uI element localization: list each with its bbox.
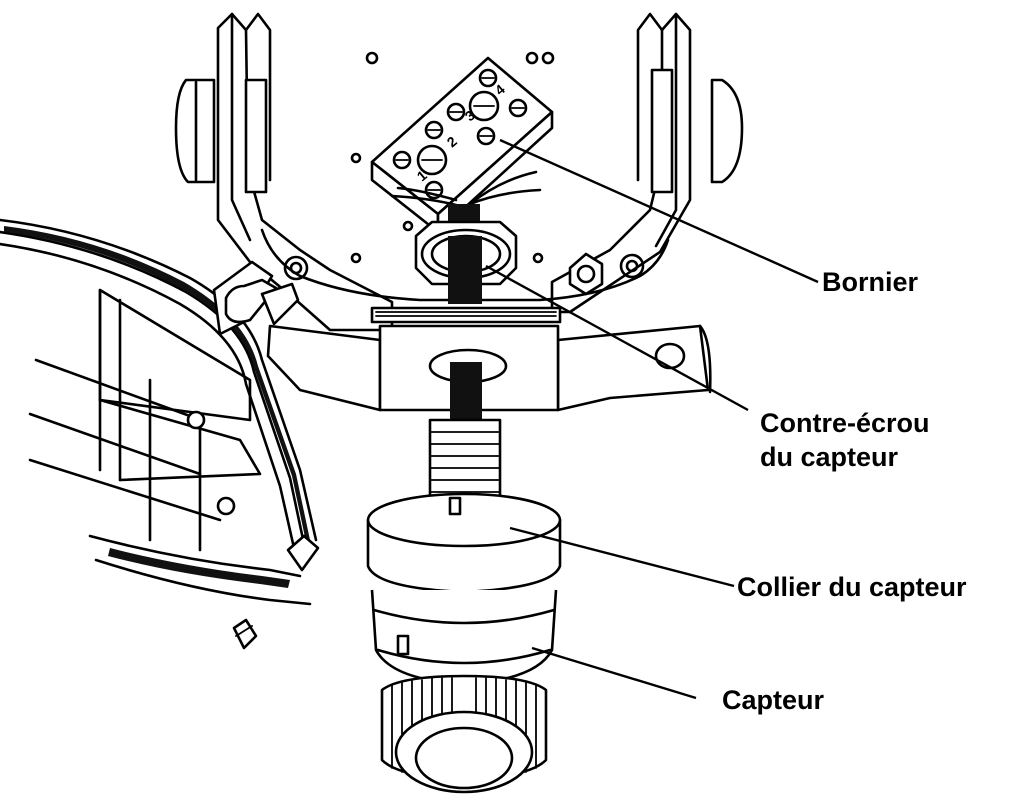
leader-capteur [531, 646, 697, 700]
leader-collier [509, 526, 735, 588]
callout-contre-ecrou: Contre-écrou du capteur [760, 406, 930, 474]
sensor-lock-nut [414, 220, 518, 304]
callout-collier-text: Collier du capteur [737, 572, 967, 602]
leader-contre-ecrou [485, 264, 749, 412]
callout-collier: Collier du capteur [737, 570, 967, 604]
callout-contre-ecrou-line1: Contre-écrou [760, 408, 930, 438]
callout-capteur-text: Capteur [722, 685, 825, 715]
callout-capteur: Capteur [722, 683, 824, 717]
sensor-assembly [366, 418, 562, 794]
callout-contre-ecrou-line2: du capteur [760, 442, 899, 472]
callout-bornier-text: Bornier [822, 267, 919, 297]
protective-guard [0, 218, 320, 650]
mounting-bracket [174, 12, 744, 412]
leader-lines [485, 138, 819, 700]
terminal-block: 1 2 3 4 [370, 56, 554, 234]
callout-bornier: Bornier [822, 265, 918, 299]
leader-bornier [499, 138, 819, 284]
